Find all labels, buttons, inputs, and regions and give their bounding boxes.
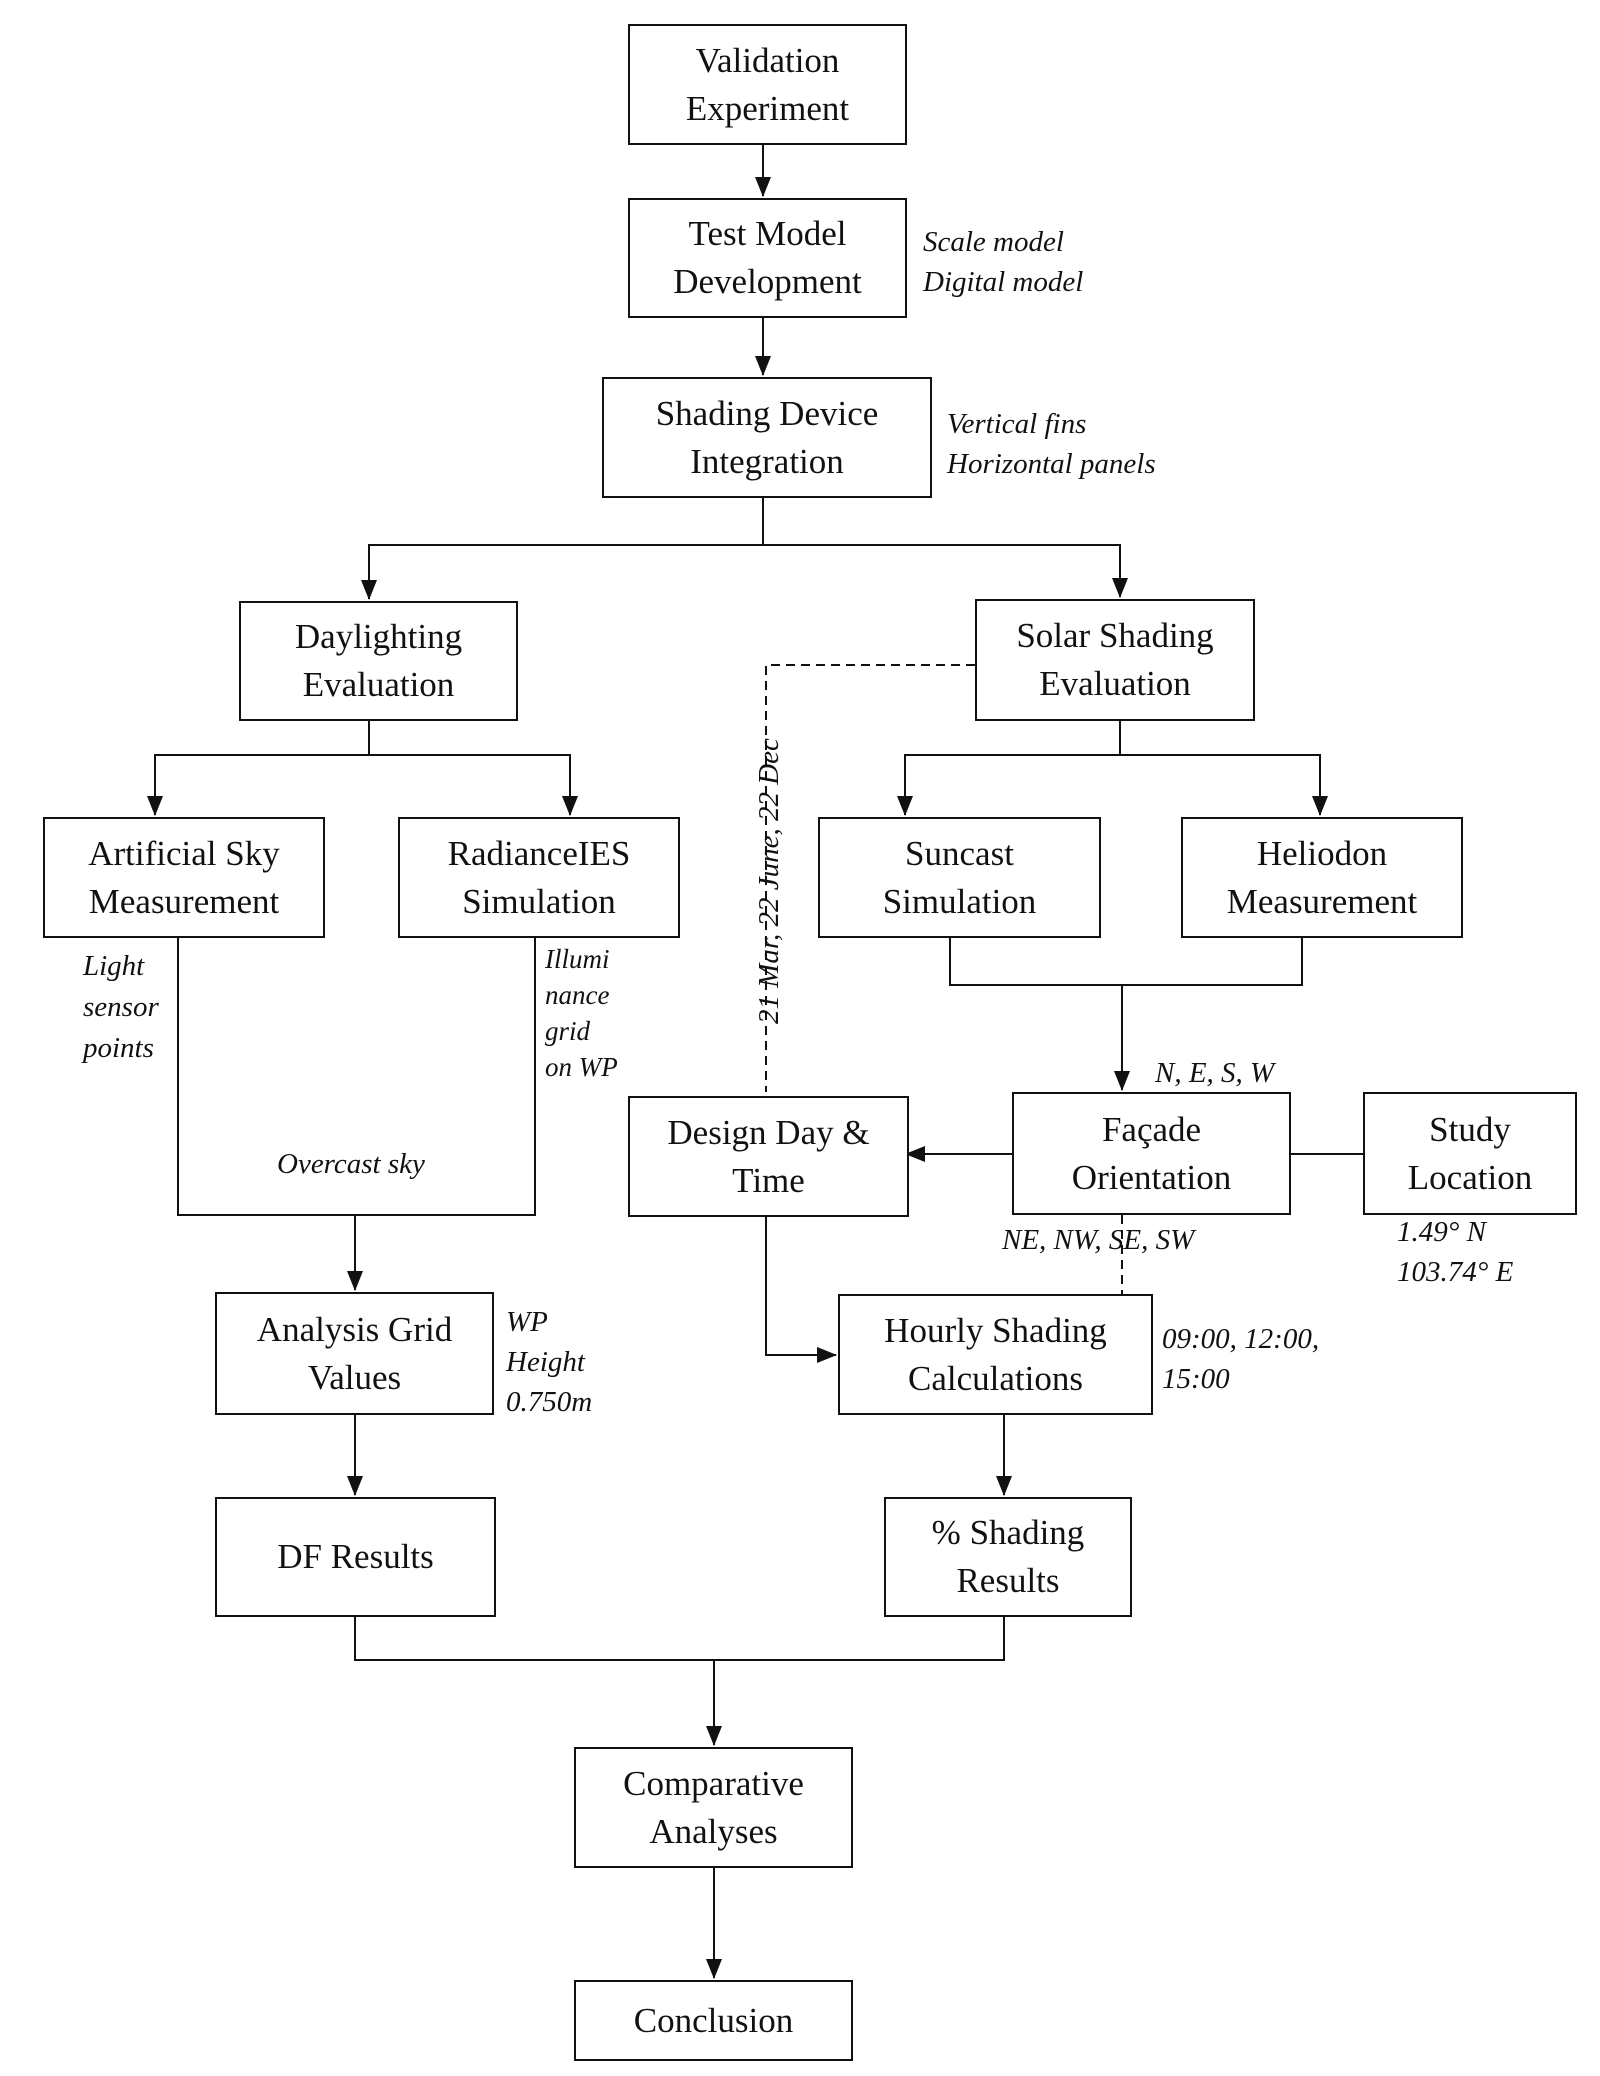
note-line: Scale model bbox=[923, 226, 1064, 258]
overcast-sky-note: Overcast sky bbox=[277, 1144, 425, 1184]
light-sensor-note: Light sensor points bbox=[83, 946, 159, 1069]
note-line: points bbox=[83, 1032, 154, 1064]
note-line: Overcast sky bbox=[277, 1148, 425, 1180]
solar-shading-evaluation-box: Solar Shading Evaluation bbox=[975, 599, 1255, 721]
box-line: Calculations bbox=[908, 1358, 1083, 1398]
orientations-main-note: N, E, S, W bbox=[1155, 1053, 1274, 1093]
wp-height-note: WP Height 0.750m bbox=[506, 1302, 592, 1422]
box-line: Comparative bbox=[623, 1763, 804, 1803]
box-line: Test Model bbox=[688, 214, 847, 253]
note-line: N, E, S, W bbox=[1155, 1057, 1275, 1089]
note-line: grid bbox=[545, 1016, 591, 1046]
box-line: Evaluation bbox=[1039, 664, 1191, 703]
note-line: sensor bbox=[83, 991, 159, 1023]
box-line: Simulation bbox=[882, 881, 1037, 921]
note-line: Vertical fins bbox=[947, 408, 1087, 440]
note-line: nance bbox=[545, 980, 610, 1010]
box-line: Façade bbox=[1101, 1109, 1202, 1149]
orientations-intercardinal-note: NE, NW, SE, SW bbox=[1002, 1220, 1194, 1260]
shading-device-integration-box: Shading Device Integration bbox=[602, 377, 932, 498]
comparative-analyses-box: Comparative Analyses bbox=[574, 1747, 853, 1868]
box-line: Study bbox=[1429, 1109, 1511, 1149]
design-dates-note: 21 Mar, 22 June, 22 Dec bbox=[752, 738, 786, 1024]
illuminance-grid-note: Illumi nance grid on WP bbox=[545, 941, 618, 1085]
radiance-ies-simulation-box: RadianceIES Simulation bbox=[398, 817, 680, 938]
analysis-grid-values-box: Analysis Grid Values bbox=[215, 1292, 494, 1415]
note-line: NE, NW, SE, SW bbox=[1002, 1224, 1195, 1256]
shading-results-box: % Shading Results bbox=[884, 1497, 1132, 1617]
note-line: 21 Mar, 22 June, 22 Dec bbox=[753, 738, 785, 1024]
note-line: 0.750m bbox=[506, 1386, 593, 1418]
connector-daylighting-to-radiance bbox=[369, 754, 578, 816]
box-line: Values bbox=[307, 1357, 402, 1397]
note-line: Light bbox=[83, 950, 145, 982]
connector-design-day-to-hourly-shading bbox=[765, 1217, 837, 1363]
connector-solar-shading-to-suncast bbox=[897, 720, 1121, 816]
box-line: Results bbox=[956, 1561, 1060, 1600]
df-results-box: DF Results bbox=[215, 1497, 496, 1617]
coordinates-note: 1.49° N 103.74° E bbox=[1397, 1212, 1513, 1292]
daylighting-evaluation-box: Daylighting Evaluation bbox=[239, 601, 518, 721]
shading-device-note: Vertical fins Horizontal panels bbox=[947, 404, 1156, 484]
box-line: Experiment bbox=[685, 88, 850, 128]
note-line: 09:00, 12:00, bbox=[1162, 1323, 1320, 1355]
box-line: Heliodon bbox=[1256, 833, 1388, 873]
connector-solar-measurements-merge bbox=[949, 938, 1303, 986]
connector-shading-device-to-solar-shading bbox=[763, 544, 1128, 598]
box-line: Measurement bbox=[1226, 881, 1418, 921]
note-line: 103.74° E bbox=[1397, 1256, 1514, 1288]
note-line: on WP bbox=[545, 1052, 618, 1082]
box-line: Artificial Sky bbox=[88, 833, 280, 873]
box-line: Shading Device bbox=[655, 393, 879, 433]
hours-note: 09:00, 12:00, 15:00 bbox=[1162, 1319, 1319, 1399]
box-line: Validation bbox=[695, 40, 840, 80]
box-line: Location bbox=[1407, 1157, 1533, 1197]
connector-shading-device-to-daylighting bbox=[361, 498, 764, 600]
box-line: Analysis Grid bbox=[256, 1309, 453, 1349]
connector-solar-shading-to-heliodon bbox=[1120, 754, 1328, 816]
box-line: Development bbox=[673, 262, 862, 301]
box-line: Time bbox=[732, 1160, 805, 1200]
box-line: Evaluation bbox=[302, 665, 455, 704]
note-line: 1.49° N bbox=[1397, 1216, 1486, 1248]
box-line: Orientation bbox=[1071, 1157, 1232, 1197]
box-line: Analyses bbox=[649, 1811, 778, 1851]
box-line: Suncast bbox=[905, 833, 1014, 873]
suncast-simulation-box: Suncast Simulation bbox=[818, 817, 1101, 938]
validation-experiment-box: Validation Experiment bbox=[628, 24, 907, 145]
box-line: Simulation bbox=[462, 881, 616, 921]
conclusion-box: Conclusion bbox=[574, 1980, 853, 2061]
study-location-box: Study Location bbox=[1363, 1092, 1577, 1215]
connector-results-merge bbox=[354, 1617, 1005, 1661]
box-line: Measurement bbox=[88, 881, 280, 921]
test-model-note: Scale model Digital model bbox=[923, 222, 1083, 302]
facade-orientation-box: Façade Orientation bbox=[1012, 1092, 1291, 1215]
box-line: Hourly Shading bbox=[884, 1310, 1107, 1350]
note-line: 15:00 bbox=[1162, 1363, 1230, 1395]
box-line: Integration bbox=[690, 441, 844, 481]
box-line: DF Results bbox=[277, 1537, 434, 1576]
box-line: Conclusion bbox=[633, 2000, 794, 2040]
design-day-time-box: Design Day & Time bbox=[628, 1096, 909, 1217]
connector-daylighting-measurements-merge bbox=[177, 938, 536, 1216]
box-line: Solar Shading bbox=[1016, 616, 1214, 655]
connector-daylighting-to-artificial-sky bbox=[147, 720, 370, 816]
box-line: Daylighting bbox=[294, 617, 463, 656]
hourly-shading-calculations-box: Hourly Shading Calculations bbox=[838, 1294, 1153, 1415]
note-line: Digital model bbox=[923, 266, 1084, 298]
note-line: Height bbox=[506, 1346, 585, 1378]
note-line: WP bbox=[506, 1306, 548, 1338]
box-line: RadianceIES bbox=[447, 833, 631, 873]
box-line: Design Day & bbox=[667, 1112, 870, 1152]
note-line: Illumi bbox=[545, 944, 610, 974]
heliodon-measurement-box: Heliodon Measurement bbox=[1181, 817, 1463, 938]
artificial-sky-measurement-box: Artificial Sky Measurement bbox=[43, 817, 325, 938]
note-line: Horizontal panels bbox=[947, 448, 1156, 480]
test-model-development-box: Test Model Development bbox=[628, 198, 907, 318]
box-line: % Shading bbox=[931, 1513, 1085, 1552]
